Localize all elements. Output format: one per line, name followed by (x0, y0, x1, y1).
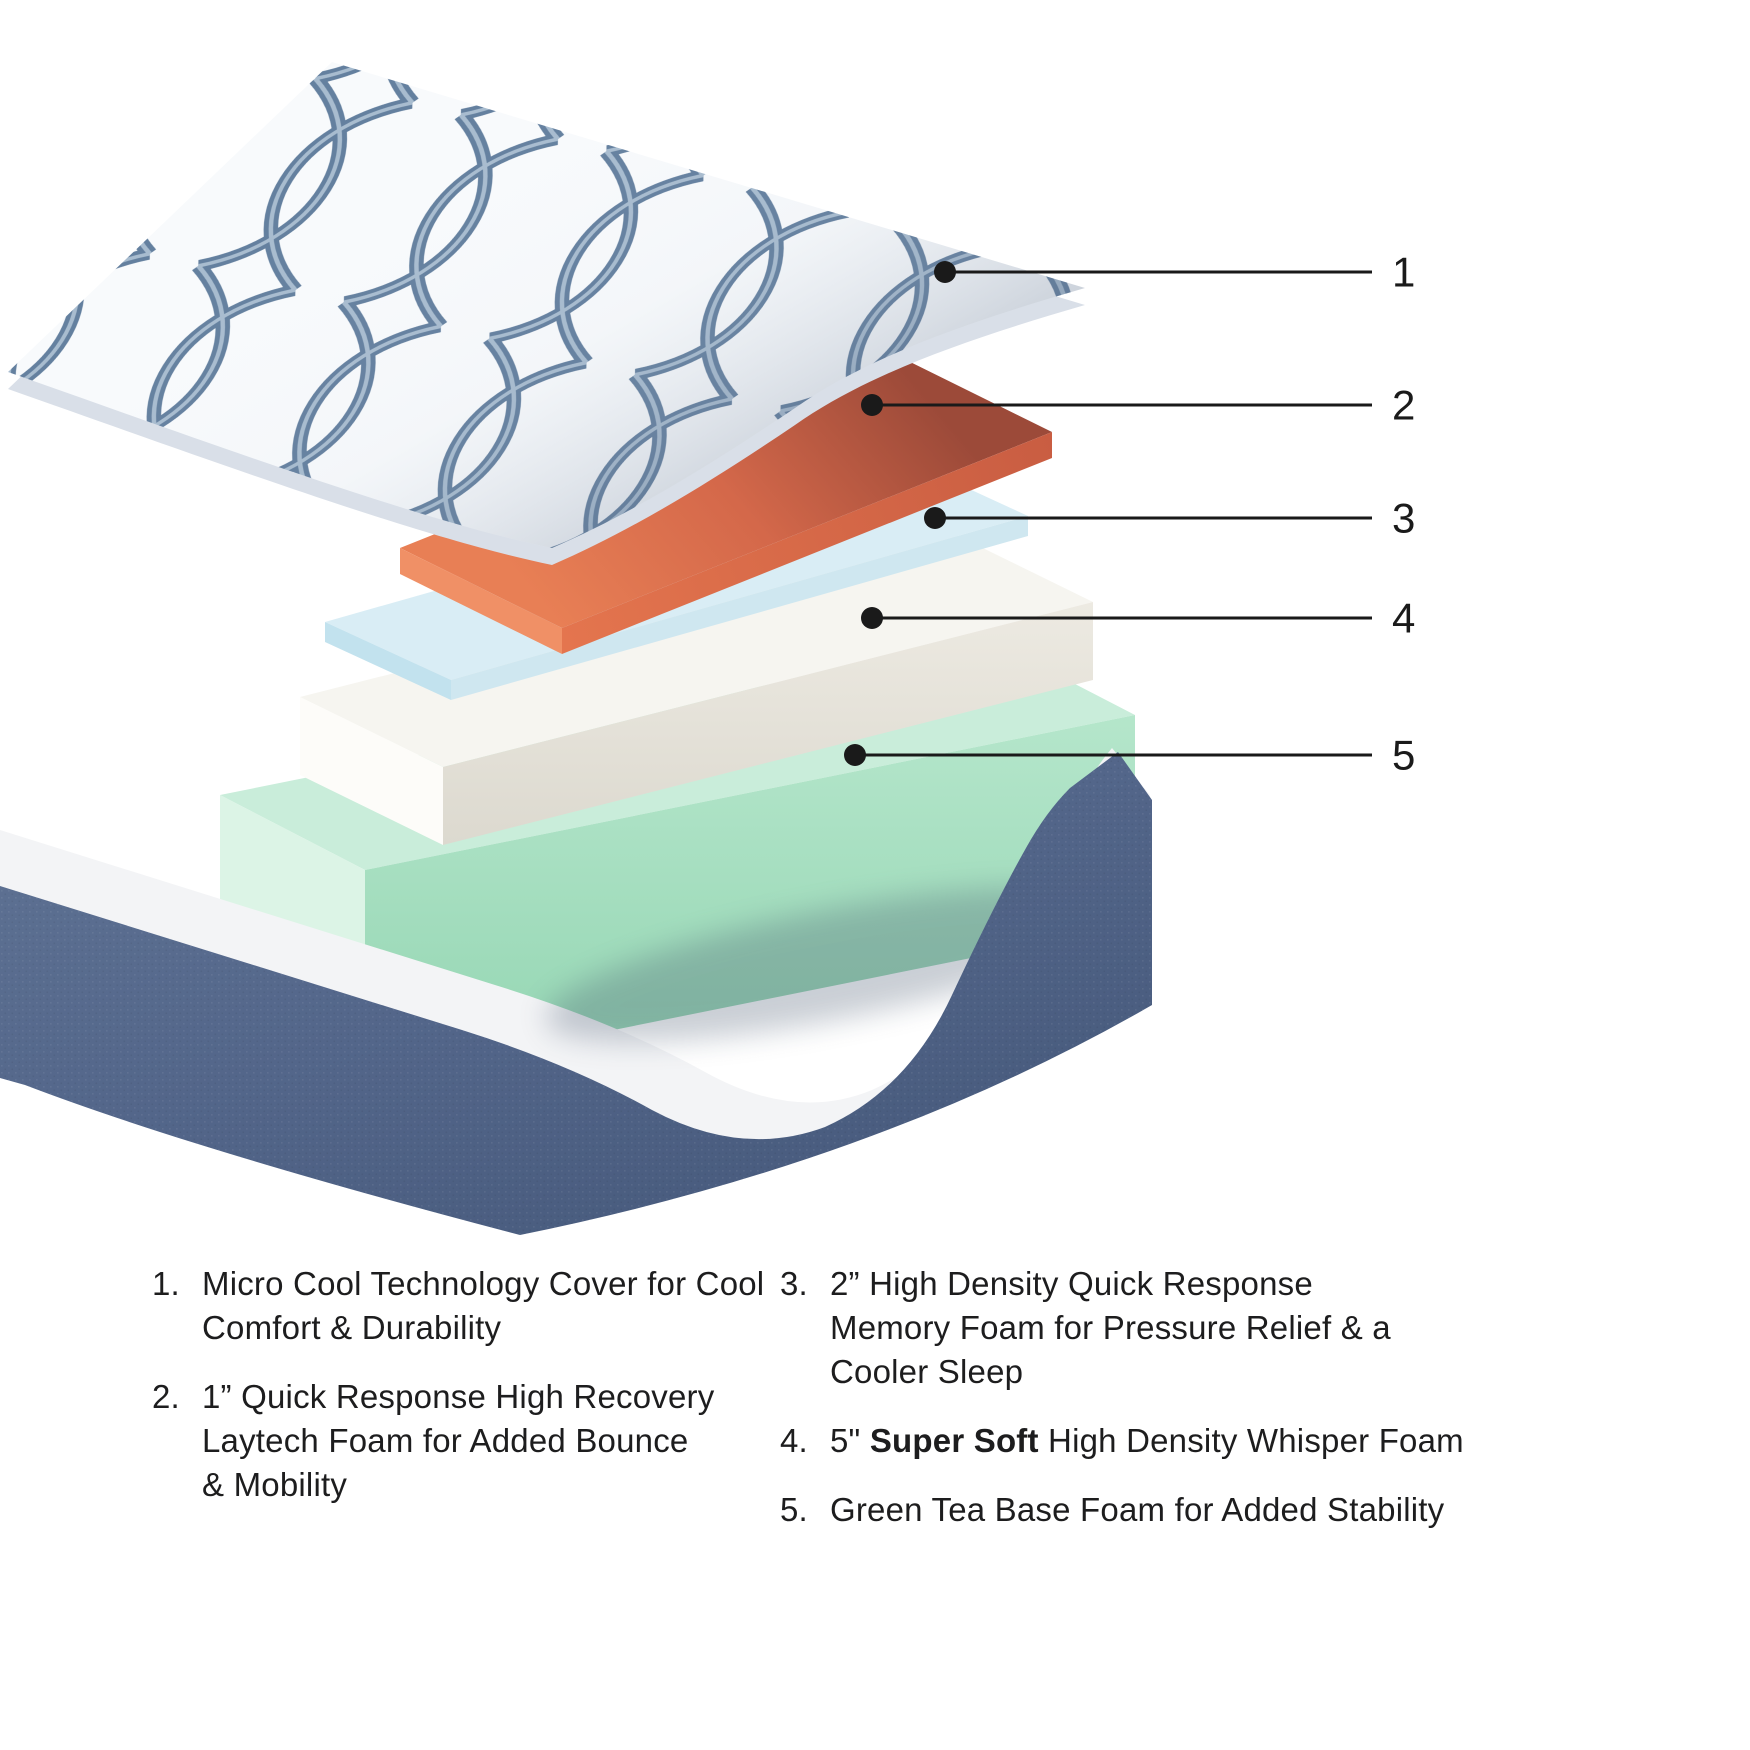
cover-shading (8, 62, 1085, 548)
callout-3: 3 (924, 495, 1415, 542)
legend-item-1-text: Micro Cool Technology Cover for Cool Com… (202, 1265, 765, 1346)
legend-item-5-text: Green Tea Base Foam for Added Stability (830, 1491, 1445, 1528)
legend: 1. Micro Cool Technology Cover for Cool … (152, 1262, 1598, 1532)
callout-2-number: 2 (1392, 382, 1415, 429)
liner-contact-shadow (545, 887, 1115, 1043)
mattress-illustration: 1 2 3 4 5 (0, 62, 1415, 1235)
legend-right-column: 3. 2” High Density Quick Response Memory… (780, 1262, 1598, 1532)
legend-item-4-number: 4. (780, 1422, 808, 1459)
orange-foam-left-face (400, 548, 562, 654)
callout-4: 4 (861, 595, 1415, 642)
base-shell (0, 748, 1152, 1235)
callout-2: 2 (861, 382, 1415, 429)
callout-1-dot (934, 261, 956, 283)
callout-5-dot (844, 744, 866, 766)
legend-item-5: 5. Green Tea Base Foam for Added Stabili… (780, 1488, 1598, 1532)
legend-item-1-number: 1. (152, 1265, 180, 1302)
legend-item-4-text: 5" Super Soft High Density Whisper Foam (830, 1419, 1464, 1463)
legend-item-3: 3. 2” High Density Quick Response Memory… (780, 1262, 1598, 1394)
legend-item-3-text: 2” High Density Quick Response Memory Fo… (830, 1265, 1391, 1390)
legend-item-2: 2. 1” Quick Response High Recovery Layte… (152, 1375, 780, 1507)
legend-item-4-text-prefix: 5" (830, 1422, 870, 1459)
callout-1: 1 (934, 249, 1415, 296)
blue-foam-right-face (451, 516, 1028, 700)
white-foam-layer (300, 532, 1093, 845)
white-foam-top-face (300, 532, 1093, 767)
callout-3-number: 3 (1392, 495, 1415, 542)
orange-foam-right-face (562, 432, 1052, 654)
legend-item-4-text-suffix: High Density Whisper Foam (1038, 1422, 1464, 1459)
callout-5-number: 5 (1392, 732, 1415, 779)
callout-2-dot (861, 394, 883, 416)
legend-item-3-number: 3. (780, 1265, 808, 1302)
callout-4-number: 4 (1392, 595, 1415, 642)
legend-item-2-number: 2. (152, 1378, 180, 1415)
base-denim-texture (0, 752, 1152, 1235)
legend-item-5-number: 5. (780, 1491, 808, 1528)
white-foam-left-face (300, 697, 443, 845)
callout-5: 5 (844, 732, 1415, 779)
mattress-layers-diagram: 1 2 3 4 5 (0, 62, 1415, 1235)
legend-item-4-text-bold: Super Soft (869, 1422, 1039, 1459)
white-foam-right-face (443, 602, 1093, 845)
quilted-cover-layer (8, 62, 1085, 565)
green-foam-right-face (365, 715, 1135, 1080)
callout-1-number: 1 (1392, 249, 1415, 296)
legend-item-1: 1. Micro Cool Technology Cover for Cool … (152, 1262, 780, 1350)
legend-item-2-text: 1” Quick Response High Recovery Laytech … (202, 1378, 715, 1503)
blue-foam-left-face (325, 622, 451, 700)
legend-item-4: 4. 5" Super Soft High Density Whisper Fo… (780, 1419, 1598, 1463)
callout-4-dot (861, 607, 883, 629)
callout-3-dot (924, 507, 946, 529)
legend-left-column: 1. Micro Cool Technology Cover for Cool … (152, 1262, 780, 1532)
